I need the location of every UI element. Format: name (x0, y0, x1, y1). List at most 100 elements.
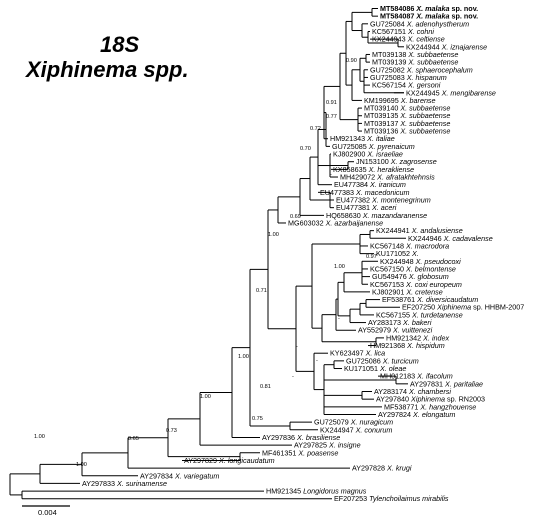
species-name: X. coxi europeum (405, 280, 462, 289)
accession-number: KX244945 (406, 88, 442, 97)
support-value: 0.72 (310, 126, 321, 132)
species-suffix: sp. nov. (450, 12, 479, 21)
species-name: Xiphinema (410, 395, 445, 404)
tip-label: KX244947 X. conurum (320, 425, 392, 434)
species-name: X. subbaetense (407, 58, 458, 67)
accession-number: EU477381 (336, 203, 372, 212)
tip-label: EF207250 Xiphinema sp. HHBM-2007 (402, 303, 524, 312)
tip-label: MT039137 X. subbaetense (364, 119, 450, 128)
accession-number: KC567153 (370, 280, 406, 289)
support-value: - (296, 344, 298, 350)
accession-number: EU477383 (320, 188, 356, 197)
species-name: X. variegatum (174, 471, 219, 480)
tip-label: EF538761 X. diversicaudatum (382, 295, 478, 304)
accession-number: MG603032 (288, 218, 326, 227)
accession-number: KX244948 (380, 257, 416, 266)
species-name: X. iranicum (369, 180, 406, 189)
accession-number: MF538771 (384, 402, 420, 411)
species-name: X. turcicum (382, 356, 419, 365)
species-name: X. poasense (297, 448, 338, 457)
accession-number: KJ802900 (333, 150, 367, 159)
accession-number: MT039137 (364, 119, 400, 128)
species-name: X. hispanum (406, 73, 447, 82)
tip-label: KU171051 X. oleae (344, 364, 406, 373)
tip-label: EU477381 X. aceri (336, 203, 397, 212)
tip-label: AY283174 X. chambersi (374, 387, 451, 396)
accession-number: KX244943 (372, 35, 408, 44)
accession-number: EF207250 (402, 303, 437, 312)
species-name: X. insigne (328, 441, 361, 450)
accession-number: AY297831 (410, 379, 445, 388)
support-value: 0.91 (326, 100, 337, 106)
tip-label: KU171052 X. (376, 249, 419, 258)
accession-number: AY297824 (378, 410, 413, 419)
accession-number: MT039138 (372, 50, 408, 59)
tip-label: GU549476 X. globosum (372, 272, 449, 281)
species-name: X. vuittenezi (392, 326, 433, 335)
support-value: 0.90 (346, 58, 357, 64)
species-name: X. barense (400, 96, 436, 105)
tip-label: MT584087 X. malaka sp. nov. (380, 12, 478, 21)
accession-number: HM921368 (370, 341, 407, 350)
accession-number: KX858635 (333, 165, 369, 174)
tip-label: GU725083 X. hispanum (370, 73, 447, 82)
support-value: 1.00 (268, 232, 279, 238)
species-name: X. longicaudatum (218, 456, 275, 465)
accession-number: KX244946 (408, 234, 444, 243)
tip-label: MF538771 X. hangzhouense (384, 402, 476, 411)
species-name: Xiphinema (436, 303, 471, 312)
support-value: 0.65 (128, 436, 139, 442)
tip-labels: MT584086 X. malaka sp. nov.MT584087 X. m… (82, 4, 524, 503)
tip-label: KJ802901 X. cretense (372, 287, 443, 296)
species-name: X. conurum (355, 425, 393, 434)
accession-number: HQ658630 (326, 211, 363, 220)
tip-label: KC567154 X. gersoni (372, 81, 441, 90)
tip-label: HM921343 X. italiae (330, 134, 395, 143)
support-value: 0.75 (252, 416, 263, 422)
species-name: X. macrodora (405, 241, 449, 250)
tip-label: KY623497 X. lica (330, 349, 385, 358)
tip-label: AY297836 X. brasiliense (262, 433, 340, 442)
species-name: X. lica (365, 349, 386, 358)
species-name: X. zagrosense (390, 157, 437, 166)
species-name: X. malaka (415, 4, 449, 13)
accession-number: AY297825 (294, 441, 329, 450)
tip-label: MT039135 X. subbaetense (364, 111, 450, 120)
species-name: X. subbaetense (399, 104, 450, 113)
support-value: 1.00 (238, 354, 249, 360)
accession-number: KC567155 (376, 310, 412, 319)
tip-label: MH012183 X. ifacolum (380, 372, 453, 381)
accession-number: MT584086 (380, 4, 416, 13)
species-name: X. elongatum (412, 410, 455, 419)
tip-label: KM199695 X. barense (364, 96, 436, 105)
species-name: X. iznajarense (441, 42, 488, 51)
species-name: X. italiae (366, 134, 395, 143)
accession-number: GU549476 (372, 272, 409, 281)
tip-label: HQ658630 X. mazandaranense (326, 211, 427, 220)
tree-branches (9, 8, 408, 500)
species-name: X. cadavalense (443, 234, 493, 243)
accession-number: KX244941 (376, 226, 412, 235)
species-name: X. nuragicum (350, 418, 393, 427)
species-name: Tylenchoilaimus mirabilis (369, 494, 449, 503)
tip-label: KC567153 X. coxi europeum (370, 280, 462, 289)
tip-label: AY297831 X. paritaliae (410, 379, 483, 388)
support-values: 0.900.910.770.720.700.691.000.971.000.71… (34, 58, 377, 468)
accession-number: KC567151 (372, 27, 408, 36)
tip-label: EF207253 Tylenchoilaimus mirabilis (334, 494, 449, 503)
species-name: X. diversicaudatum (416, 295, 478, 304)
species-name: X. oleae (379, 364, 406, 373)
tip-label: HM921368 X. hispidum (370, 341, 445, 350)
species-name: X. aceri (371, 203, 397, 212)
species-name: X. andalusiense (411, 226, 463, 235)
accession-number: AY297834 (140, 471, 175, 480)
accession-number: KX244944 (406, 42, 442, 51)
tip-label: KX244945 X. mengibarense (406, 88, 496, 97)
accession-number: KU171051 (344, 364, 380, 373)
accession-number: AY297828 (352, 464, 387, 473)
accession-number: MT039139 (372, 58, 408, 67)
support-value: 0.77 (326, 114, 337, 120)
accession-number: GU725084 (370, 19, 407, 28)
